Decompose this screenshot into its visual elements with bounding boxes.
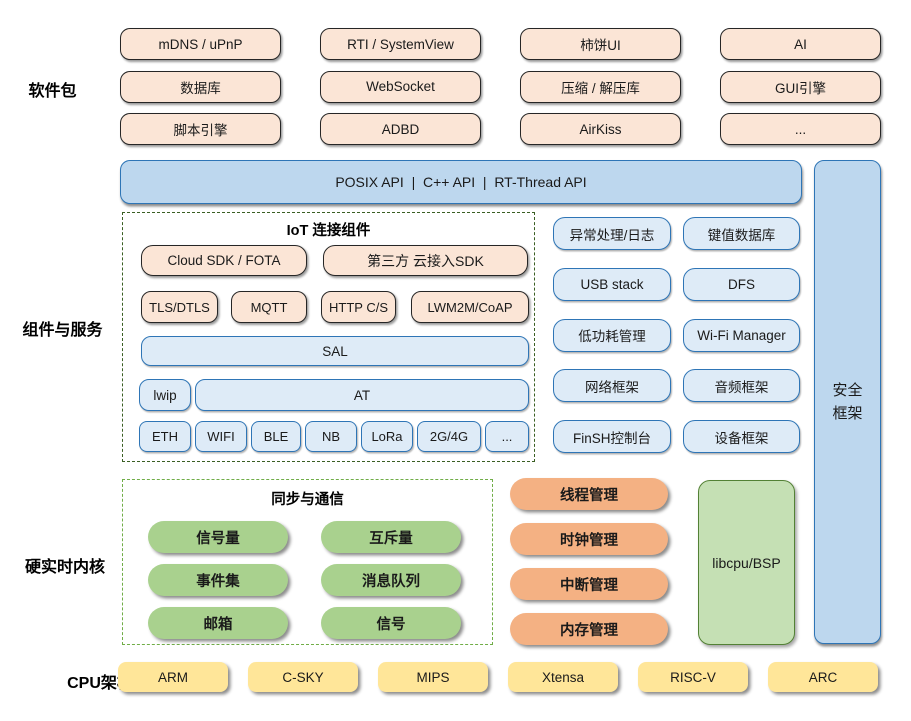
package-box: ... (720, 113, 881, 145)
service-box: 音频框架 (683, 369, 800, 403)
kernel-manager-box: 线程管理 (510, 478, 668, 510)
service-box: 低功耗管理 (553, 318, 671, 352)
kernel-managers: 线程管理 时钟管理 中断管理 内存管理 (510, 478, 668, 645)
service-box: 异常处理/日志 (553, 217, 671, 250)
service-box: DFS (683, 267, 800, 301)
kernel-manager-box: 时钟管理 (510, 523, 668, 555)
cpu-arch-box: Xtensa (508, 662, 618, 692)
security-framework-label: 安全框架 (832, 381, 863, 422)
section-label-components: 组件与服务 (22, 322, 103, 339)
at-box: AT (195, 379, 529, 411)
package-box: 数据库 (120, 70, 281, 103)
kernel-manager-box: 中断管理 (510, 568, 668, 600)
ipc-box: 信号 (321, 607, 461, 639)
section-label-packages: 软件包 (28, 83, 77, 100)
ipc-grid: 信号量 互斥量 事件集 消息队列 邮箱 信号 (148, 521, 461, 639)
iot-group: IoT 连接组件 Cloud SDK / FOTA 第三方 云接入SDK TLS… (122, 212, 535, 462)
ipc-group-title: 同步与通信 (271, 492, 344, 508)
cpu-arch-box: ARC (768, 662, 878, 692)
api-bar: POSIX API | C++ API | RT-Thread API (120, 160, 802, 204)
link-box: BLE (251, 421, 301, 452)
sal-box: SAL (141, 336, 529, 366)
cpu-arch-box: C-SKY (248, 662, 358, 692)
link-box: WIFI (195, 421, 247, 452)
services-grid: 异常处理/日志 键值数据库 USB stack DFS 低功耗管理 Wi-Fi … (553, 217, 800, 454)
protocol-box: MQTT (231, 291, 307, 323)
package-box: 柿饼UI (520, 28, 681, 60)
package-box: WebSocket (320, 70, 481, 103)
cpu-arch-row: ARM C-SKY MIPS Xtensa RISC-V ARC (118, 662, 878, 692)
service-box: USB stack (553, 267, 671, 301)
libcpu-bsp-box: libcpu/BSP (698, 480, 795, 645)
package-box: 脚本引擎 (120, 113, 281, 145)
iot-group-title: IoT 连接组件 (286, 223, 371, 239)
service-box: 键值数据库 (683, 217, 800, 250)
package-box: ADBD (320, 113, 481, 145)
ipc-box: 信号量 (148, 521, 288, 553)
service-box: 网络框架 (553, 369, 671, 403)
link-box: ETH (139, 421, 191, 452)
sdk-box: 第三方 云接入SDK (323, 245, 528, 276)
package-box: mDNS / uPnP (120, 28, 281, 60)
lwip-box: lwip (139, 379, 191, 411)
cpu-arch-box: MIPS (378, 662, 488, 692)
package-box: AirKiss (520, 113, 681, 145)
software-packages-grid: mDNS / uPnP RTI / SystemView 柿饼UI AI 数据库… (120, 28, 881, 145)
link-box: 2G/4G (417, 421, 481, 452)
ipc-group: 同步与通信 信号量 互斥量 事件集 消息队列 邮箱 信号 (122, 479, 493, 645)
link-box: ... (485, 421, 529, 452)
protocol-box: TLS/DTLS (141, 291, 218, 323)
kernel-manager-box: 内存管理 (510, 613, 668, 645)
security-framework-box: 安全框架 (814, 160, 881, 644)
service-box: Wi-Fi Manager (683, 318, 800, 352)
cpu-arch-box: ARM (118, 662, 228, 692)
ipc-box: 消息队列 (321, 564, 461, 596)
service-box: 设备框架 (683, 420, 800, 454)
ipc-box: 邮箱 (148, 607, 288, 639)
sdk-box: Cloud SDK / FOTA (141, 245, 307, 276)
section-label-kernel: 硬实时内核 (24, 559, 105, 576)
package-box: RTI / SystemView (320, 28, 481, 60)
protocol-box: HTTP C/S (321, 291, 396, 323)
package-box: AI (720, 28, 881, 60)
ipc-box: 事件集 (148, 564, 288, 596)
cpu-arch-box: RISC-V (638, 662, 748, 692)
ipc-box: 互斥量 (321, 521, 461, 553)
section-label-cpu: CPU架构 (67, 675, 133, 692)
package-box: 压缩 / 解压库 (520, 70, 681, 103)
link-box: NB (305, 421, 357, 452)
protocol-box: LWM2M/CoAP (411, 291, 529, 323)
package-box: GUI引擎 (720, 70, 881, 103)
service-box: FinSH控制台 (553, 420, 671, 454)
link-box: LoRa (361, 421, 413, 452)
